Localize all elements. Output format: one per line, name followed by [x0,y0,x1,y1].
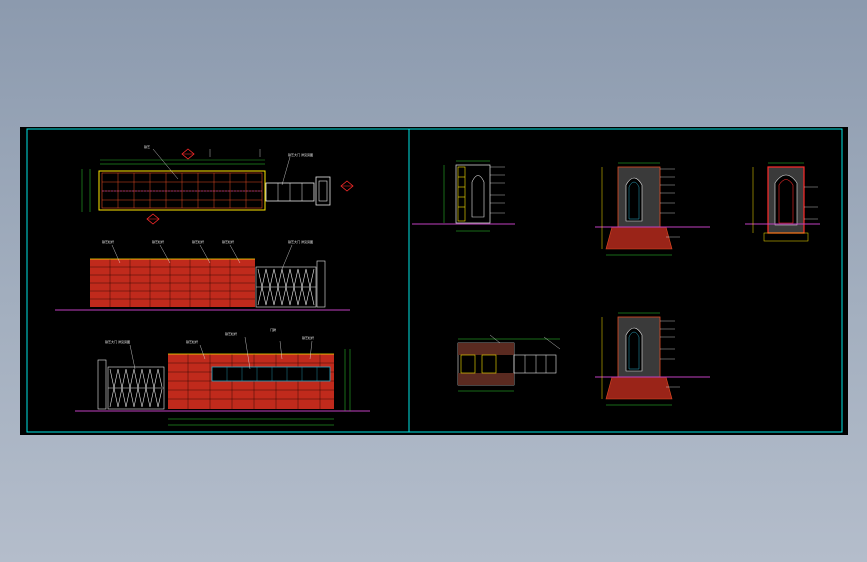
elev-back-label-5: 铁艺栏杆 [302,335,314,340]
pier-plan-small [412,160,515,232]
elev-front-label-5: 铁艺大门 详见另图 [288,239,313,244]
gate-wall-elevation-back: 铁艺大门 详见另图 铁艺栏杆 铁艺栏杆 门牌 铁艺栏杆 [75,327,370,426]
elev-front-label-1: 铁艺栏杆 [102,239,114,244]
elev-front-label-3: 铁艺栏杆 [192,239,204,244]
elev-back-label-4: 门牌 [270,327,276,332]
elev-back-label-3: 铁艺栏杆 [225,331,237,336]
gate-wall-plan: 铁艺 铁艺大门 详见另图 [81,144,354,225]
section-marker-c [340,180,354,192]
pier-section-3 [595,312,710,406]
elev-front-label-4: 铁艺栏杆 [222,239,234,244]
iron-gate-back [107,366,165,410]
section-marker-b [146,213,160,225]
elev-back-label-2: 铁艺栏杆 [186,339,198,344]
sheet-frame [26,128,843,433]
cad-drawing-canvas: 铁艺 铁艺大门 详见另图 [26,128,843,433]
gate-wall-elevation-front: 铁艺栏杆 铁艺栏杆 铁艺栏杆 铁艺栏杆 铁艺大门 详见另图 [55,239,350,311]
iron-gate-front [255,266,317,308]
section-marker-a [181,148,195,160]
railing-plan [457,334,561,392]
elev-back-label-1: 铁艺大门 详见另图 [105,339,130,344]
cad-drawing-sheet[interactable]: 铁艺 铁艺大门 详见另图 [20,127,848,435]
pier-section-2 [745,162,820,242]
plan-label-2: 铁艺大门 详见另图 [288,152,313,157]
plan-label-1: 铁艺 [144,144,150,149]
pier-section-1 [595,162,710,256]
elev-front-label-2: 铁艺栏杆 [152,239,164,244]
